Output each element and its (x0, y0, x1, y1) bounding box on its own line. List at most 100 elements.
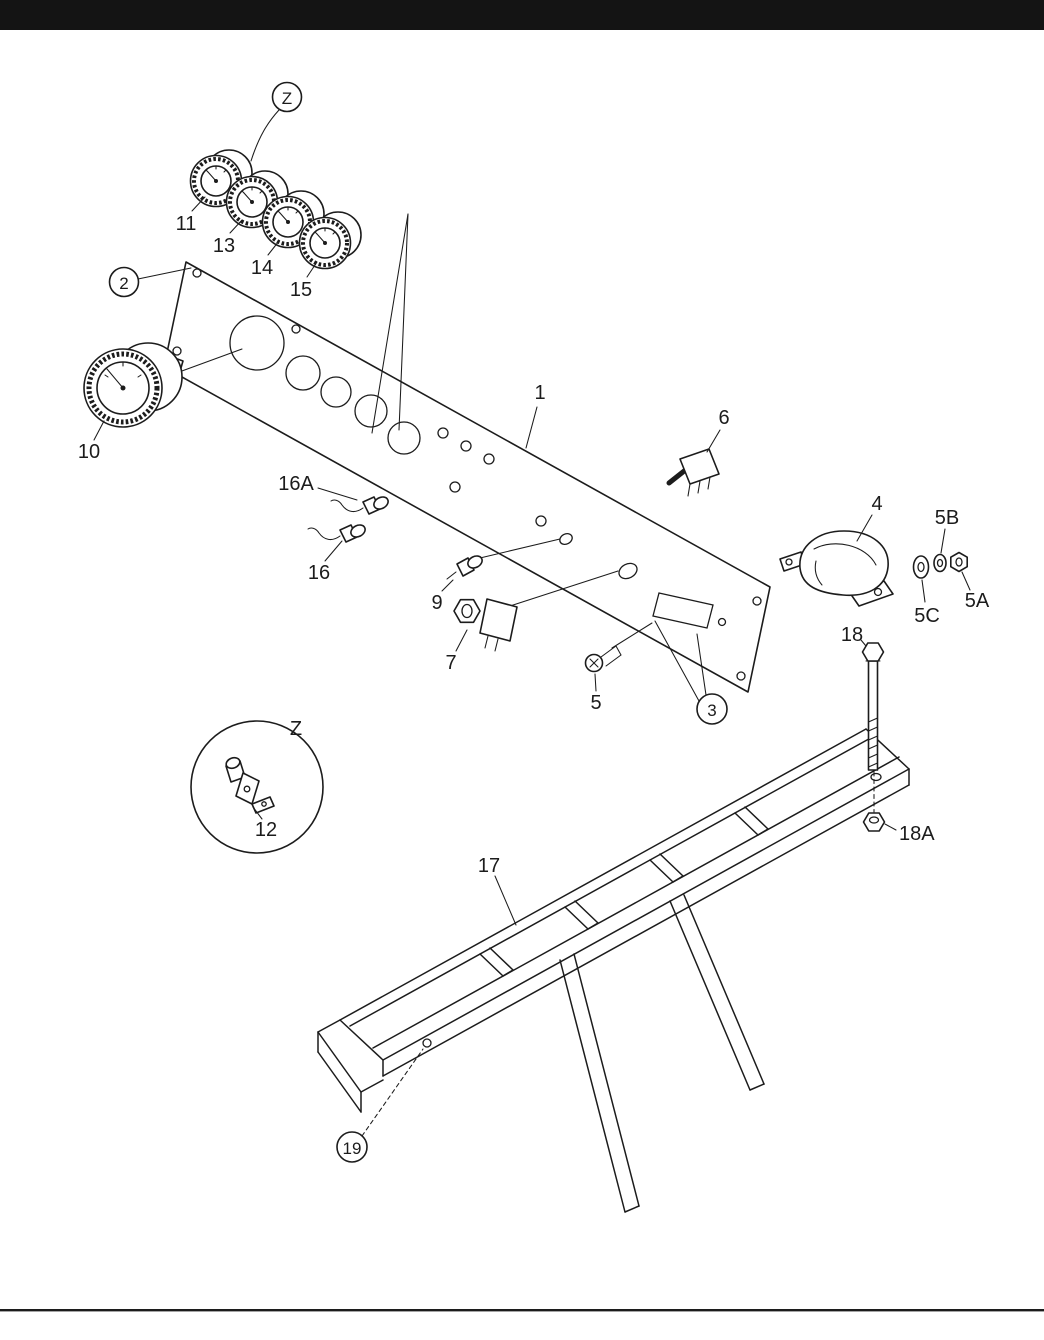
panel-gauge-hole-2 (320, 376, 352, 408)
frame-rail-near-outer (382, 768, 910, 1061)
hex-nut-hole (955, 557, 963, 567)
callout-label-5: 5 (590, 692, 601, 714)
lamp-16a (330, 496, 389, 515)
callout-washer-5b: 5B (935, 507, 959, 554)
lamp-bulb (350, 524, 366, 538)
rung-edge (744, 806, 769, 830)
callout-gauge-13: 13 (213, 219, 243, 257)
detail-marker-leader (250, 109, 280, 162)
callout-leader (654, 620, 700, 702)
callout-leader (884, 823, 897, 831)
detail-marker-circle (271, 81, 303, 113)
callout-label-4: 4 (871, 493, 882, 515)
callout-cutout: 3 (654, 620, 728, 725)
nut-18a-hole (868, 816, 880, 824)
panel-corner-hole (717, 617, 727, 627)
callout-leader (706, 429, 721, 453)
bracket-hole (261, 801, 267, 807)
callout-label-7: 7 (445, 652, 456, 674)
bolt-thread (867, 735, 879, 741)
callout-horn-4: 4 (856, 493, 883, 542)
gauge-10-hub (120, 385, 126, 391)
frame-foot (317, 1031, 362, 1093)
callout-switch-7: 7 (445, 629, 468, 674)
callout-label-16: 16 (308, 562, 330, 584)
toggle-switch-6: 6 (666, 407, 730, 497)
rung-end (587, 922, 599, 930)
panel-small-hole (437, 427, 449, 439)
callout-leader (361, 1048, 424, 1137)
callout-frame-hole-19: 19 (336, 1048, 424, 1163)
screw-slot (589, 658, 599, 668)
panel-lamps: 16A 16 (278, 473, 389, 584)
horn-bracket-hole (873, 587, 883, 597)
screw-5: 5 (584, 622, 653, 714)
gauge-tick (241, 190, 245, 194)
detail-view-z: Z 12 (190, 718, 324, 854)
callout-leader (229, 219, 243, 234)
flat-washer-hole (917, 561, 925, 573)
extension-end (749, 1083, 765, 1091)
panel-small-hole (535, 515, 547, 527)
cluster-leader (371, 213, 409, 434)
callout-leader (856, 514, 873, 542)
rung-edge (574, 900, 599, 924)
toggle-terminal (687, 483, 691, 497)
panel-gauge-hole-1 (285, 355, 321, 391)
callout-label-16a: 16A (278, 473, 314, 495)
callout-gauge-10: 10 (78, 420, 105, 463)
callout-lamp-16a: 16A (278, 473, 358, 501)
callout-label-9: 9 (431, 592, 442, 614)
rung-edge (734, 812, 759, 836)
detail-marker-label: Z (282, 89, 292, 108)
gauge-needle (279, 212, 289, 223)
frame-rail-near-inner (372, 756, 900, 1049)
frame-left-end (339, 1019, 384, 1061)
instrument-panel (163, 261, 771, 693)
extension-edge (683, 894, 765, 1085)
cluster-leader (398, 213, 409, 431)
panel-lamp-hole (559, 532, 573, 546)
lock-washer-hole (936, 558, 944, 568)
rung-edge (649, 859, 674, 883)
horn-4: 4 (779, 493, 894, 607)
frame-rung (479, 947, 514, 977)
lamp-wire (446, 571, 457, 580)
toggle-body (679, 448, 720, 485)
callout-label-18: 18 (841, 624, 863, 646)
bracket-socket-top (225, 756, 241, 770)
rung-end (672, 875, 684, 883)
horn-tab-hole (785, 558, 793, 566)
lamp-16 (307, 524, 366, 543)
panel-rect-cutout (652, 592, 714, 629)
callout-leader (252, 806, 263, 820)
toggle-terminal (707, 476, 711, 490)
callout-lamp-16: 16 (308, 540, 343, 584)
toggle-terminal (697, 480, 701, 494)
frame-rung (649, 853, 684, 883)
callout-nut-18a: 18A (884, 823, 935, 845)
callout-label-5b: 5B (935, 507, 959, 529)
gauge-10-needle (106, 368, 124, 389)
bolt-thread (867, 744, 879, 750)
bolt-thread (867, 726, 879, 732)
callout-leader (267, 240, 280, 256)
gauge-hub (323, 241, 327, 245)
gauge-needle (316, 233, 326, 244)
frame-extension (559, 953, 640, 1213)
bolt-shank (867, 660, 879, 771)
callout-label-13: 13 (213, 235, 235, 257)
frame-extension (669, 894, 765, 1091)
callout-panel: 1 (525, 382, 546, 449)
lamp-wire (307, 527, 341, 541)
bracket-hole (243, 785, 251, 793)
callout-label-11: 11 (176, 213, 197, 235)
gauge-tick (137, 374, 142, 378)
callout-label-6: 6 (718, 407, 729, 429)
callout-toggle-6: 6 (706, 407, 730, 453)
panel-corner-hole (172, 346, 182, 356)
lamp-bulb (467, 555, 483, 569)
callout-circle (336, 1131, 368, 1163)
frame-17: 17 19 (317, 728, 910, 1213)
frame-rail-far-outer (339, 728, 867, 1021)
